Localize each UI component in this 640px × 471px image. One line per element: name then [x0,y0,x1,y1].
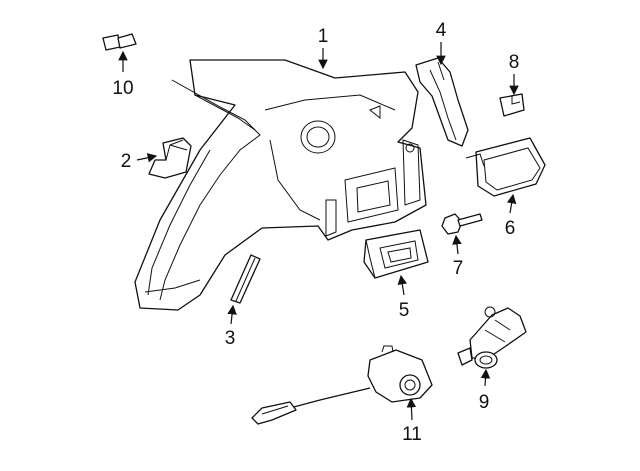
pillar-bracket-part [415,57,469,147]
callout-6: 6 [505,218,516,239]
callout-1: 1 [318,26,329,47]
callout-5: 5 [399,300,410,321]
leader-7 [452,234,462,255]
callout-4: 4 [436,20,447,41]
opener-lock-part [251,345,433,425]
quarter-panel-part [134,59,427,311]
leader-3 [227,304,237,325]
fuel-housing-part [363,229,429,279]
clip-part [499,93,525,117]
fuel-door-part [465,137,546,197]
bracket-part [148,137,192,179]
callout-3: 3 [225,328,236,349]
moulding-strip-part [230,254,261,304]
actuator-part [457,306,527,369]
leader-11 [406,397,417,421]
callout-8: 8 [509,52,520,73]
callout-2: 2 [121,151,132,172]
leader-6 [506,193,517,214]
callout-11: 11 [402,424,422,445]
bolt-part [441,213,483,235]
push-pin-part [102,33,137,51]
leader-9 [480,368,491,387]
callout-9: 9 [479,392,490,413]
callout-10: 10 [112,78,133,99]
callout-7: 7 [453,258,464,279]
leader-2 [136,153,158,163]
leader-5 [397,274,408,296]
